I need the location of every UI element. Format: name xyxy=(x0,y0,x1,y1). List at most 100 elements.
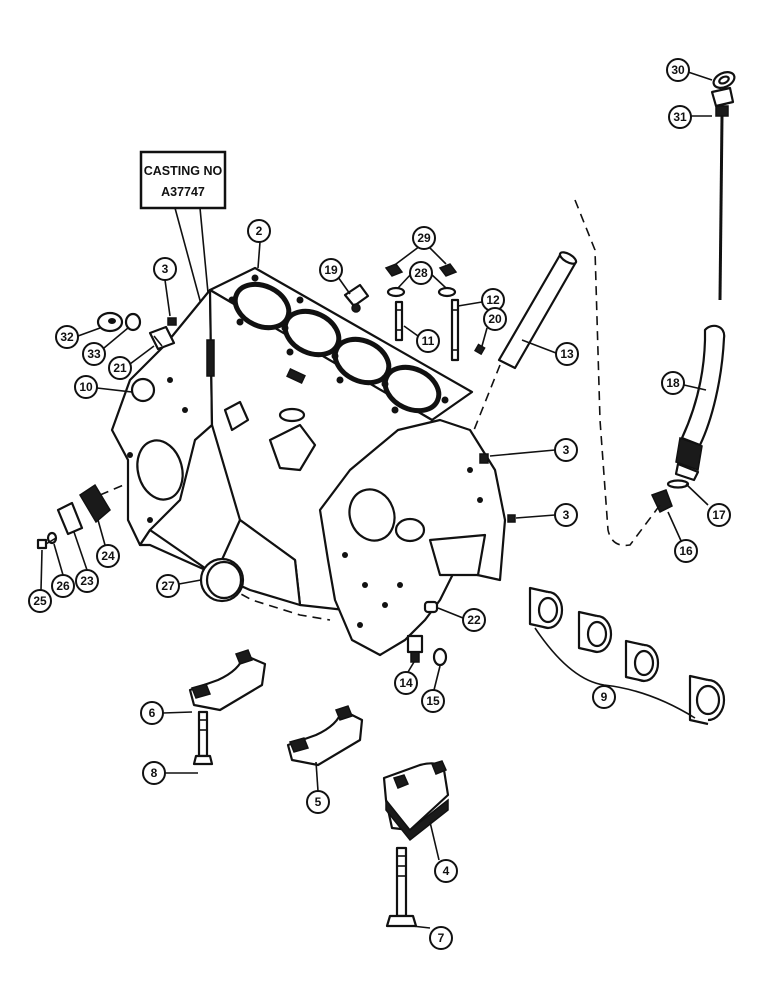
callout-leaders xyxy=(40,71,713,929)
callout-3-top: 3 xyxy=(153,257,177,281)
callout-number: 29 xyxy=(417,231,431,245)
bearing-cap-6 xyxy=(188,649,267,712)
bolt-8 xyxy=(192,710,214,766)
callout-number: 4 xyxy=(443,864,450,878)
callout-number: 11 xyxy=(422,334,435,348)
plug-3-top xyxy=(167,317,177,326)
cover-24 xyxy=(78,483,111,524)
callout-number: 27 xyxy=(161,579,175,593)
callout-3-right-upper: 3 xyxy=(554,438,578,462)
callout-9: 9 xyxy=(592,685,616,709)
callout-25: 25 xyxy=(28,589,52,613)
washer-15 xyxy=(432,647,448,667)
callout-10: 10 xyxy=(74,375,98,399)
callout-28: 28 xyxy=(409,261,433,285)
nut-32 xyxy=(96,311,124,333)
callout-number: 16 xyxy=(679,544,693,558)
oil-filler-tube xyxy=(674,324,726,482)
stud-12 xyxy=(450,298,460,362)
callout-4: 4 xyxy=(434,859,458,883)
callout-32: 32 xyxy=(55,325,79,349)
callout-number: 3 xyxy=(162,262,169,276)
callout-30: 30 xyxy=(666,58,690,82)
callout-number: 25 xyxy=(33,594,47,608)
oil-seal xyxy=(650,489,673,514)
callout-number: 7 xyxy=(438,931,445,945)
camshaft-bearings-9 xyxy=(528,586,726,726)
callout-5: 5 xyxy=(306,790,330,814)
callout-number: 2 xyxy=(256,224,263,238)
stud-11 xyxy=(394,300,404,342)
dashed-routing-line-filler xyxy=(574,199,661,547)
callout-11: 11 xyxy=(416,329,440,353)
callout-17: 17 xyxy=(707,503,731,527)
callout-number: 24 xyxy=(101,549,115,563)
callout-26: 26 xyxy=(51,574,75,598)
callout-number: 17 xyxy=(712,508,726,522)
plug-3-right-upper xyxy=(479,453,489,464)
callout-20: 20 xyxy=(483,307,507,331)
bearing-4 xyxy=(688,674,726,726)
callout-29: 29 xyxy=(412,226,436,250)
casting-label-line2: A37747 xyxy=(161,185,205,199)
callout-number: 22 xyxy=(467,613,481,627)
callout-number: 12 xyxy=(486,293,500,307)
callout-number: 6 xyxy=(149,706,156,720)
callout-number: 13 xyxy=(560,347,574,361)
callout-number: 5 xyxy=(315,795,322,809)
bearing-3 xyxy=(624,639,660,683)
callout-23: 23 xyxy=(75,569,99,593)
callout-15: 15 xyxy=(421,689,445,713)
block-front-flange xyxy=(110,288,214,547)
bearing-1 xyxy=(528,586,564,630)
bolt-25 xyxy=(36,537,57,550)
callout-number: 19 xyxy=(324,263,338,277)
plug-21 xyxy=(148,325,176,351)
callout-number: 18 xyxy=(666,376,680,390)
callout-number: 3 xyxy=(563,508,570,522)
callout-13: 13 xyxy=(555,342,579,366)
callout-18: 18 xyxy=(661,371,685,395)
callout-24: 24 xyxy=(96,544,120,568)
callout-27: 27 xyxy=(156,574,180,598)
callout-31: 31 xyxy=(668,105,692,129)
bearing-cap-4 xyxy=(382,760,450,842)
cup-plug-10 xyxy=(130,377,156,403)
callout-6: 6 xyxy=(140,701,164,725)
callout-number: 33 xyxy=(87,347,101,361)
callout-number: 15 xyxy=(426,694,440,708)
callout-22: 22 xyxy=(462,608,486,632)
dipstick xyxy=(710,71,736,301)
o-ring xyxy=(666,479,690,489)
callout-14: 14 xyxy=(394,671,418,695)
callout-number: 26 xyxy=(56,579,70,593)
bearing-cap-5 xyxy=(286,705,364,767)
callout-21: 21 xyxy=(108,356,132,380)
cylinder-block xyxy=(110,266,507,657)
fitting-19 xyxy=(343,283,370,313)
block-lower-skirt xyxy=(138,518,302,607)
callout-number: 9 xyxy=(601,690,608,704)
casting-number-label: CASTING NO A37747 xyxy=(139,150,227,336)
callout-number: 30 xyxy=(671,63,685,77)
callout-number: 32 xyxy=(60,330,74,344)
callout-8: 8 xyxy=(142,761,166,785)
callout-number: 20 xyxy=(488,312,502,326)
drain-plug-14 xyxy=(406,634,424,663)
callout-number: 3 xyxy=(563,443,570,457)
washers-28 xyxy=(386,286,457,298)
callout-19: 19 xyxy=(319,258,343,282)
plug-20 xyxy=(474,343,486,356)
callout-number: 14 xyxy=(399,676,413,690)
bolt-7 xyxy=(385,846,418,928)
plug-3-right-lower xyxy=(507,514,516,523)
callout-7: 7 xyxy=(429,926,453,950)
callout-number: 21 xyxy=(113,361,127,375)
callout-16: 16 xyxy=(674,539,698,563)
bearing-2 xyxy=(577,610,613,654)
callout-number: 31 xyxy=(673,110,687,124)
callout-number: 28 xyxy=(414,266,428,280)
gasket-23 xyxy=(56,501,84,536)
callout-2: 2 xyxy=(247,219,271,243)
